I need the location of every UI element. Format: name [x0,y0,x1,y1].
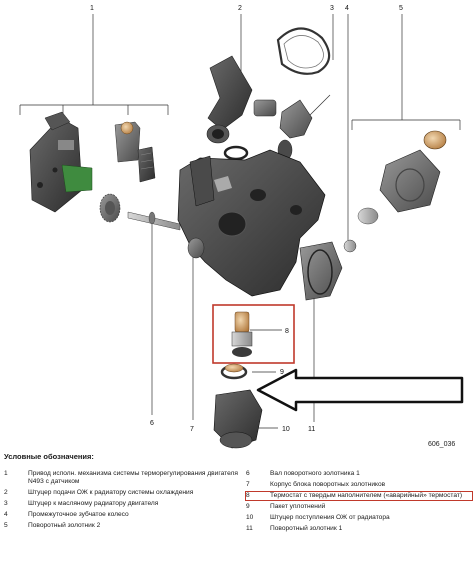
legend-item-text: Поворотный золотник 2 [28,522,101,529]
rotary-valve-shaft [127,211,181,231]
radiator-feed-pipe [206,55,277,161]
legend-item-text: Штуцер поступления ОЖ от радиатора [270,514,390,521]
legend-item-number: 10 [246,514,254,521]
legend-item-text: Привод исполн. механизма системы терморе… [28,470,238,485]
pointer-arrow [256,368,464,412]
callout-3: 3 [330,5,334,12]
callout-10: 10 [282,426,290,433]
legend-item: 7 Корпус блока поворотных золотников [246,481,472,489]
legend-item-number: 4 [4,511,8,518]
seal-pack [220,363,248,380]
legend-item: 1 Привод исполн. механизма системы термо… [4,470,238,486]
legend-column-right: 6 Вал поворотного золотника 1 7 Корпус б… [245,470,473,536]
rotary-valve-1 [299,239,357,301]
legend-item-number: 3 [4,500,8,507]
legend-title: Условные обозначения: [4,452,94,461]
legend-item-text: Пакет уплотнений [270,503,326,510]
legend-item-text: Термостат с твердым наполнителем («авари… [270,492,463,499]
legend-item: 11 Поворотный золотник 1 [246,525,472,533]
legend-item-number: 5 [4,522,8,529]
callout-2: 2 [238,5,242,12]
legend-item: 5 Поворотный золотник 2 [4,522,238,530]
legend-item-number: 8 [246,492,250,499]
legend-item-text: Вал поворотного золотника 1 [270,470,360,477]
radiator-inlet-fitting [213,389,263,449]
exploded-view-diagram: 1 2 3 4 5 6 7 8 9 10 11 606_036 [19,5,464,449]
legend-item-number: 1 [4,470,8,477]
legend-item-number: 11 [246,525,253,532]
legend-item: 10 Штуцер поступления ОЖ от радиатора [246,514,472,522]
callout-6: 6 [150,420,154,427]
legend-column-left: 1 Привод исполн. механизма системы термо… [4,470,238,533]
callout-4: 4 [345,5,349,12]
legend-item: 4 Промежуточное зубчатое колесо [4,511,238,519]
legend-item: 3 Штуцер к масляному радиатору двигателя [4,500,238,508]
legend-item-number: 6 [246,470,250,477]
legend-item-text: Корпус блока поворотных золотников [270,481,386,488]
leader-lines [19,14,461,429]
legend-item-number: 2 [4,489,8,496]
thermostat-highlight-box [212,304,295,364]
legend-item-text: Штуцер подачи ОЖ к радиатору системы охл… [28,489,194,496]
intermediate-gear [99,193,121,223]
legend: Условные обозначения: 1 Привод исполн. м… [0,450,474,568]
legend-item-number: 9 [246,503,250,510]
actuator-n493 [29,111,156,213]
rotary-valve-2 [357,130,447,225]
legend-item: 2 Штуцер подачи ОЖ к радиатору системы о… [4,489,238,497]
legend-item: 9 Пакет уплотнений [246,503,472,511]
rotary-valve-housing [177,149,326,297]
legend-item-text: Поворотный золотник 1 [270,525,343,532]
wax-thermostat [231,311,253,357]
callout-11: 11 [308,426,315,433]
legend-item-number: 7 [246,481,250,488]
callout-8: 8 [285,328,289,335]
callout-9: 9 [280,369,284,376]
callout-7: 7 [190,426,194,433]
legend-item-highlighted: 8 Термостат с твердым наполнителем («ава… [245,491,473,501]
legend-item-text: Штуцер к масляному радиатору двигателя [28,500,159,507]
legend-item: 6 Вал поворотного золотника 1 [246,470,472,478]
oil-cooler-fitting [276,27,331,161]
callout-5: 5 [399,5,403,12]
figure-id-label: 606_036 [428,441,455,448]
callout-1: 1 [90,5,94,12]
legend-item-text: Промежуточное зубчатое колесо [28,511,129,518]
